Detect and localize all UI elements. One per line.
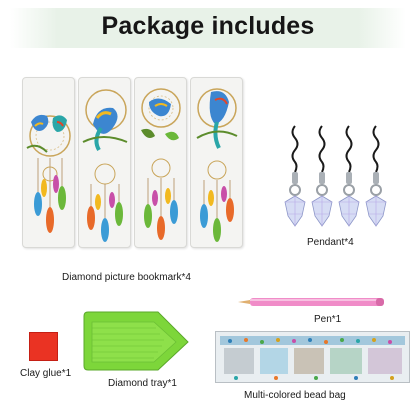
crystal-pendant-icon (284, 125, 306, 227)
clay-label: Clay glue*1 (20, 368, 72, 379)
bead-bag (215, 331, 410, 383)
pendant-label: Pendant*4 (307, 237, 354, 248)
crystal-pendant-icon (365, 125, 387, 227)
bookmark-card-3 (134, 77, 187, 248)
bookmark-card-4 (190, 77, 243, 248)
bag-label: Multi-colored bead bag (244, 390, 346, 401)
crystal-pendant-icon (338, 125, 360, 227)
tray-label: Diamond tray*1 (108, 378, 177, 389)
bookmark-label: Diamond picture bookmark*4 (62, 272, 191, 283)
bird-dreamcatcher-illustration (26, 114, 71, 233)
bookmark-card-2 (78, 77, 131, 248)
diamond-tray-icon (83, 311, 189, 371)
bird-dreamcatcher-illustration (196, 88, 238, 242)
diamond-pen-icon (238, 298, 384, 306)
clay-glue-swatch (29, 332, 58, 361)
bird-dreamcatcher-illustration (82, 89, 128, 242)
page-title: Package includes (101, 12, 315, 40)
bird-dreamcatcher-illustration (141, 88, 181, 240)
pen-label: Pen*1 (314, 314, 342, 325)
bookmark-card-1 (22, 77, 75, 248)
title-banner (10, 8, 406, 48)
crystal-pendant-icon (311, 125, 333, 227)
bead-bag-illustration (216, 332, 409, 382)
